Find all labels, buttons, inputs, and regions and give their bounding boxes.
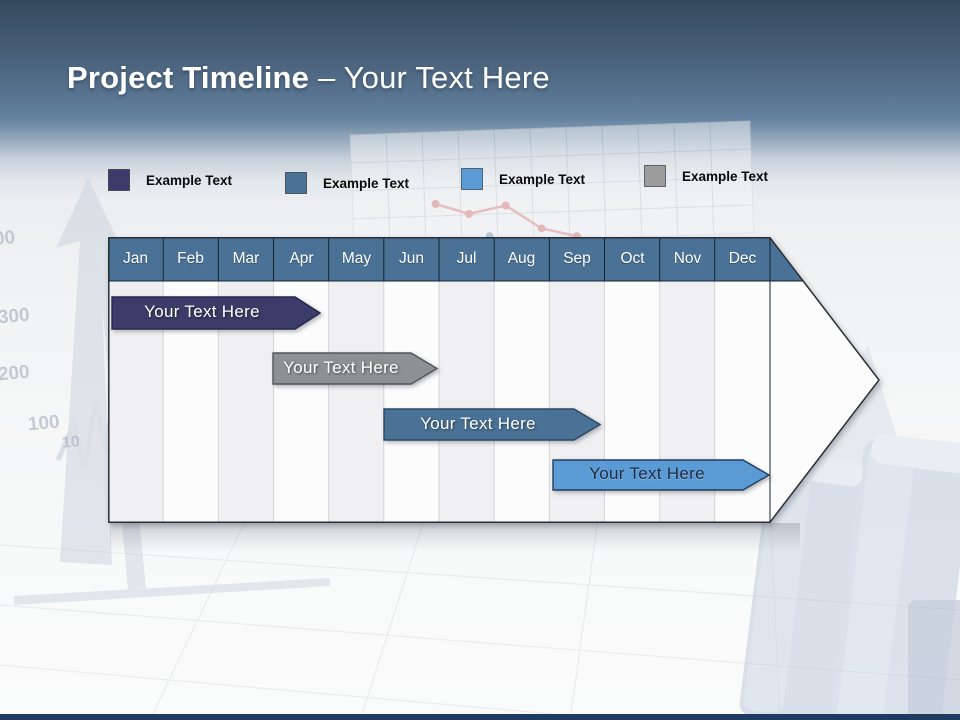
month-cell-jan[interactable]: Jan: [123, 250, 148, 267]
month-cell-mar[interactable]: Mar: [232, 250, 260, 267]
legend-label: Example Text: [146, 172, 233, 188]
legend-swatch-gray: [644, 165, 666, 187]
task-bar-3-label: Your Text Here: [420, 413, 536, 433]
axis-watermark-10: 10: [61, 433, 81, 452]
legend-label: Example Text: [682, 168, 769, 184]
task-bar-3[interactable]: Your Text Here: [383, 408, 601, 441]
month-cell-jun[interactable]: Jun: [399, 250, 424, 267]
task-bar-4[interactable]: Your Text Here: [552, 459, 770, 491]
task-bar-1-shape: [111, 296, 321, 330]
month-cell-jul[interactable]: Jul: [456, 250, 477, 267]
legend-swatch-steel-blue: [285, 172, 307, 194]
month-cell-nov[interactable]: Nov: [673, 250, 702, 267]
task-bar-1[interactable]: Your Text Here: [111, 296, 321, 330]
axis-watermark-100: 100: [27, 411, 61, 436]
month-cell-may[interactable]: May: [341, 250, 372, 267]
task-bar-2-shape: [272, 352, 438, 385]
slide-title-bold: Project Timeline: [67, 60, 310, 95]
month-cell-oct[interactable]: Oct: [620, 250, 645, 267]
legend-swatch-light-blue: [461, 168, 483, 190]
task-bar-2[interactable]: Your Text Here: [272, 352, 438, 385]
axis-watermark-300: 300: [0, 304, 31, 329]
legend-label: Example Text: [499, 171, 586, 187]
slide-title[interactable]: Project Timeline – Your Text Here: [67, 60, 550, 96]
axis-watermark-200: 200: [0, 361, 31, 386]
task-bar-4-label: Your Text Here: [589, 464, 705, 483]
month-cell-sep[interactable]: Sep: [563, 250, 591, 267]
legend-item-2[interactable]: Example Text: [285, 172, 409, 194]
slide-title-rest: – Your Text Here: [317, 60, 550, 95]
month-cell-apr[interactable]: Apr: [289, 250, 314, 267]
task-bar-3-shape: [383, 408, 601, 441]
month-cell-aug[interactable]: Aug: [507, 250, 536, 267]
task-bar-2-label: Your Text Here: [283, 357, 399, 377]
month-cell-dec[interactable]: Dec: [728, 250, 757, 267]
legend-item-3[interactable]: Example Text: [461, 168, 585, 190]
legend-item-4[interactable]: Example Text: [644, 165, 768, 187]
footer-accent-strip: [0, 714, 960, 720]
timeline-shadow: [110, 523, 800, 557]
axis-watermark-400: 00: [0, 227, 16, 250]
month-cell-feb[interactable]: Feb: [177, 250, 204, 267]
legend-label: Example Text: [323, 175, 410, 191]
legend-item-1[interactable]: Example Text: [108, 169, 232, 191]
task-bar-1-label: Your Text Here: [144, 302, 260, 321]
legend-swatch-navy: [108, 169, 130, 191]
